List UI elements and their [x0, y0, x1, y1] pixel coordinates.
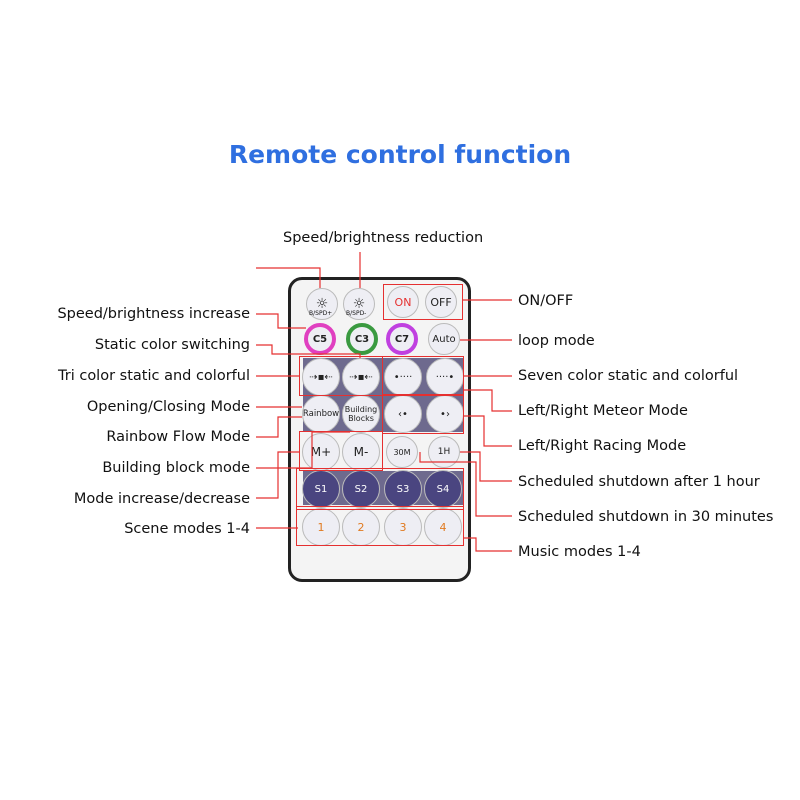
meteor-box — [382, 394, 464, 434]
scene-4-button[interactable]: S4 — [424, 470, 462, 508]
music-1-button[interactable]: 1 — [302, 508, 340, 546]
speed-increase-caption: B/SPD+ — [309, 310, 333, 317]
music-2-button[interactable]: 2 — [342, 508, 380, 546]
arrows-icon: ⇢▪⇠ — [309, 371, 333, 383]
label-scene-modes: Scene modes 1-4 — [124, 521, 250, 537]
label-speed-reduction: Speed/brightness reduction — [283, 230, 484, 246]
music-4-button[interactable]: 4 — [424, 508, 462, 546]
label-meteor: Left/Right Meteor Mode — [518, 403, 688, 419]
label-music-modes: Music modes 1-4 — [518, 544, 641, 560]
auto-button[interactable]: Auto — [428, 323, 460, 355]
label-racing: Left/Right Racing Mode — [518, 438, 687, 454]
chevron-left-icon: ‹• — [398, 408, 408, 420]
on-off-box — [383, 284, 463, 320]
c5-button[interactable]: C5 — [304, 323, 336, 355]
scene-2-button[interactable]: S2 — [342, 470, 380, 508]
label-rainbow-flow: Rainbow Flow Mode — [106, 429, 250, 445]
label-shutdown-30m: Scheduled shutdown in 30 minutes — [518, 509, 774, 525]
rainbow-button[interactable]: Rainbow — [302, 395, 340, 433]
dots-icon: •···· — [393, 371, 413, 383]
sun-icon: ☼ — [315, 296, 329, 312]
label-shutdown-1h: Scheduled shutdown after 1 hour — [518, 474, 760, 490]
scene-3-button[interactable]: S3 — [384, 470, 422, 508]
label-loop-mode: loop mode — [518, 333, 595, 349]
page-title: Remote control function — [228, 140, 572, 169]
timer-30m-button[interactable]: 30M — [386, 436, 418, 468]
sun-icon: ☼ — [352, 296, 366, 312]
music-box — [296, 506, 464, 546]
speed-increase-button[interactable]: ☼ — [306, 288, 338, 320]
label-tri-color: Tri color static and colorful — [58, 368, 250, 384]
seven-color-box — [382, 356, 464, 396]
label-building-block: Building block mode — [102, 460, 250, 476]
c7-button[interactable]: C7 — [386, 323, 418, 355]
label-speed-increase: Speed/brightness increase — [57, 306, 250, 322]
on-button[interactable]: ON — [387, 286, 419, 318]
meteor-left-button[interactable]: ‹• — [384, 395, 422, 433]
label-on-off: ON/OFF — [518, 293, 574, 309]
building-blocks-button[interactable]: Building Blocks — [342, 395, 380, 433]
arrows-icon: ⇢▪⇠ — [349, 371, 373, 383]
label-seven-color: Seven color static and colorful — [518, 368, 739, 384]
timer-1h-button[interactable]: 1H — [428, 436, 460, 468]
mode-increase-button[interactable]: M+ — [302, 433, 340, 471]
chevron-right-icon: •› — [440, 408, 450, 420]
speed-decrease-caption: B/SPD- — [346, 310, 367, 317]
scene-box — [296, 468, 464, 510]
off-button[interactable]: OFF — [425, 286, 457, 318]
speed-decrease-button[interactable]: ☼ — [343, 288, 375, 320]
label-opening-closing: Opening/Closing Mode — [86, 399, 250, 415]
music-3-button[interactable]: 3 — [384, 508, 422, 546]
dots-icon: ····• — [435, 371, 455, 383]
label-static-color: Static color switching — [94, 337, 250, 353]
label-mode-inc-dec: Mode increase/decrease — [73, 491, 250, 507]
c3-button[interactable]: C3 — [346, 323, 378, 355]
